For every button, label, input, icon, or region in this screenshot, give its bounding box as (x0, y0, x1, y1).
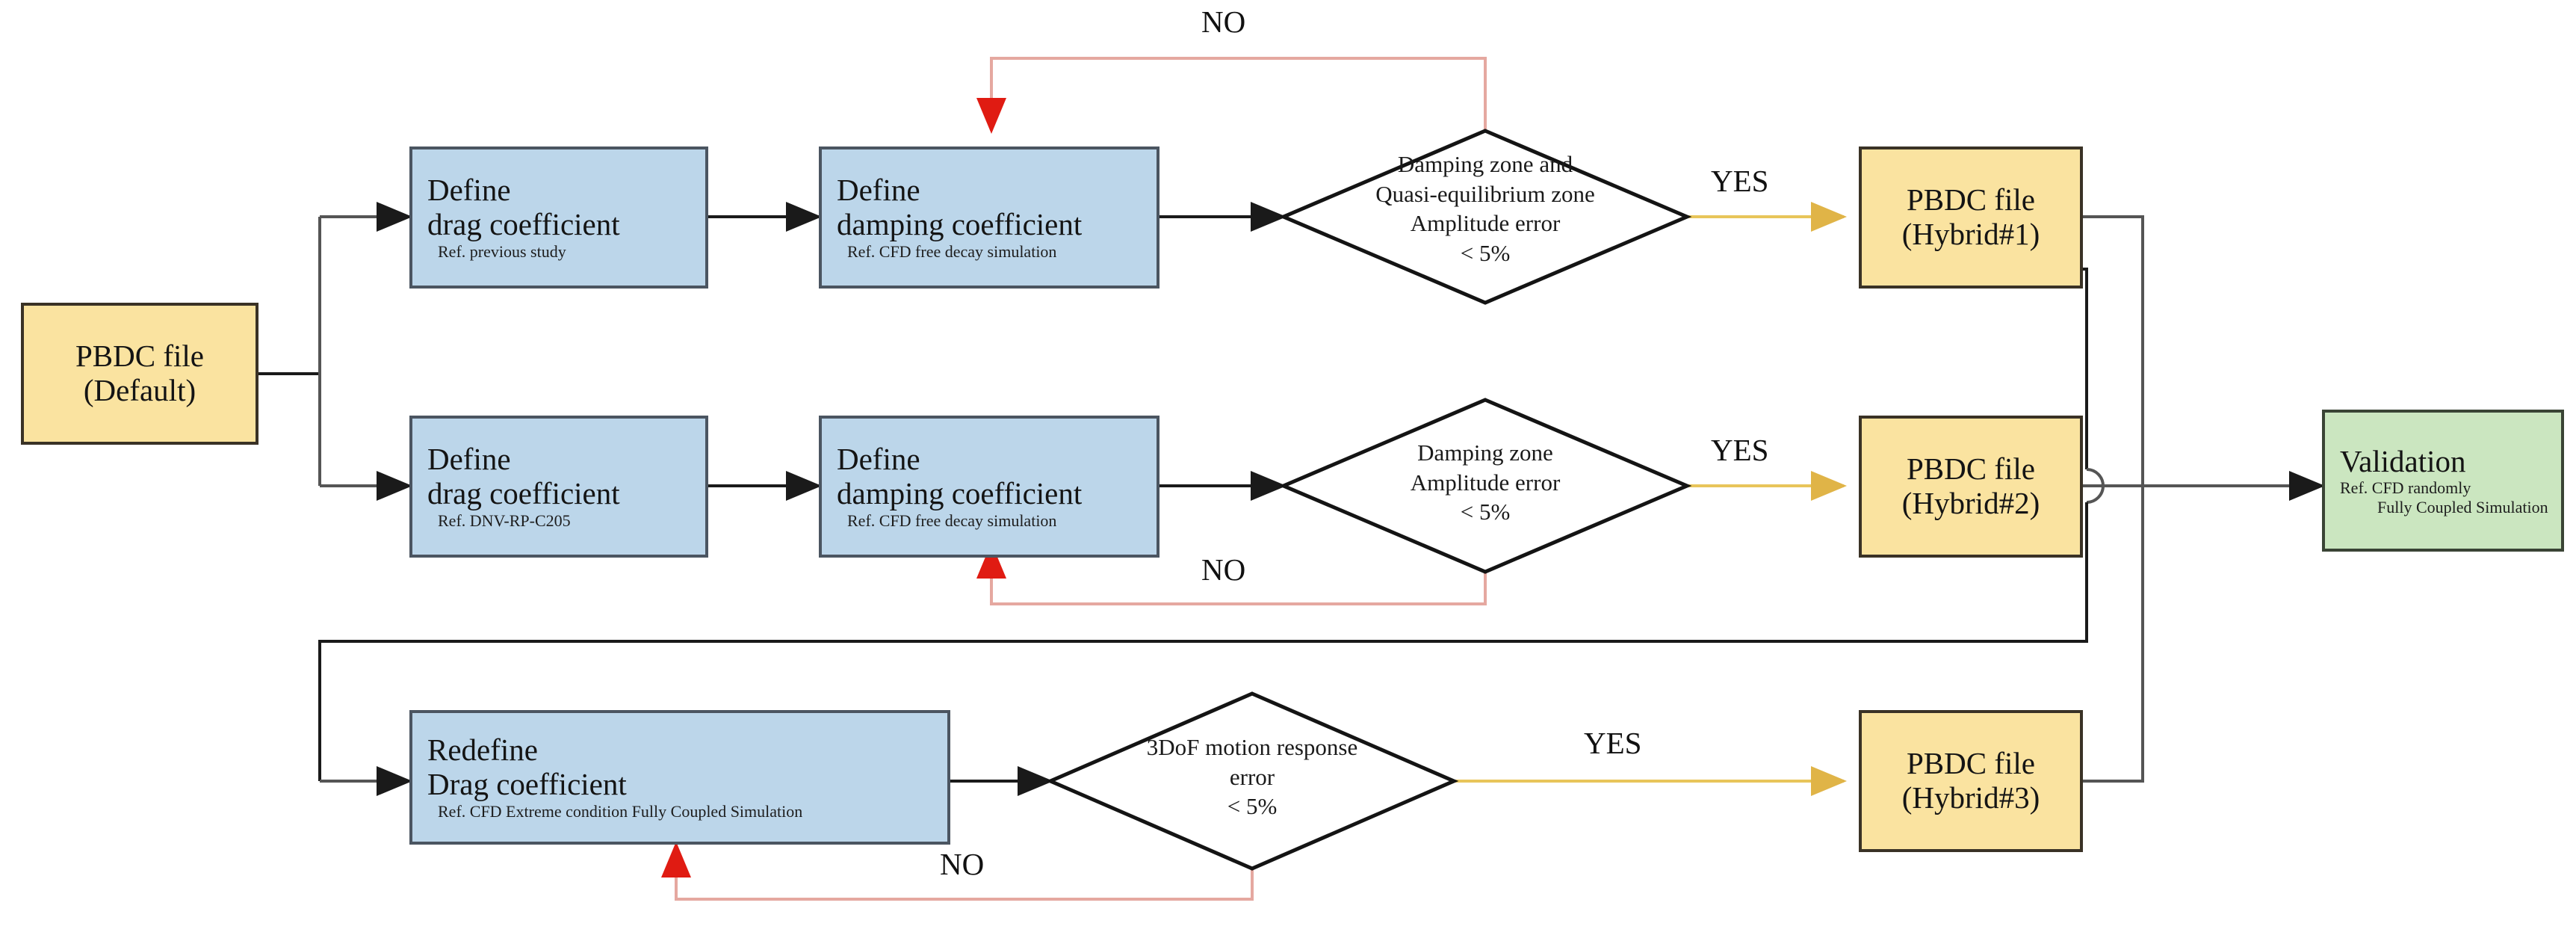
decision1-line1: Damping zone and (1397, 151, 1573, 177)
decision2-line2: Amplitude error (1410, 469, 1561, 496)
node-validation[interactable]: Validation Ref. CFD randomly Fully Coupl… (2322, 410, 2564, 552)
decision2-line1: Damping zone (1417, 439, 1553, 466)
node-define-drag-coefficient-1[interactable]: Define drag coefficient Ref. previous st… (409, 146, 708, 289)
damp1-sub: Ref. CFD free decay simulation (847, 242, 1057, 262)
decision1-line4: < 5% (1460, 240, 1511, 267)
edge-label-yes-row2: YES (1711, 433, 1769, 467)
decision1-line3: Amplitude error (1410, 210, 1561, 237)
decision3-line1: 3DoF motion response (1146, 734, 1358, 760)
edge-label-no-top: NO (1201, 4, 1246, 39)
damp2-line1: Define (837, 442, 920, 477)
drag2-sub: Ref. DNV-RP-C205 (438, 511, 571, 531)
decision3-line3: < 5% (1227, 793, 1278, 820)
start-line2: (Default) (83, 373, 196, 407)
validation-title: Validation (2340, 443, 2466, 478)
hybrid2-line1: PBDC file (1907, 451, 2035, 487)
node-define-drag-coefficient-2[interactable]: Define drag coefficient Ref. DNV-RP-C205 (409, 416, 708, 558)
decision1-line2: Quasi-equilibrium zone (1375, 180, 1595, 207)
decision3-line2: error (1229, 763, 1275, 790)
node-redefine-drag-coefficient[interactable]: Redefine Drag coefficient Ref. CFD Extre… (409, 710, 950, 845)
edge-hybrid1-feedback-to-redefine (318, 268, 2105, 796)
edge-no-loop-2 (976, 543, 1487, 605)
hybrid3-line2: (Hybrid#3) (1901, 780, 2040, 815)
node-start-pbdc-default[interactable]: PBDC file (Default) (21, 303, 258, 445)
decision3-text: 3DoF motion response error < 5% (1058, 732, 1446, 821)
drag2-line1: Define (427, 442, 511, 477)
validation-sub2: Fully Coupled Simulation (2377, 497, 2548, 516)
damp2-sub: Ref. CFD free decay simulation (847, 511, 1057, 531)
decision2-line3: < 5% (1460, 499, 1511, 525)
damp1-line1: Define (837, 173, 920, 208)
redefine-line1: Redefine (427, 732, 538, 768)
validation-sub1: Ref. CFD randomly (2340, 478, 2471, 498)
edge-hybrid3-to-validation (2083, 486, 2144, 783)
edge-label-no-middle: NO (1201, 552, 1246, 587)
hybrid3-line1: PBDC file (1907, 746, 2035, 781)
edge-label-yes-row3: YES (1584, 726, 1642, 760)
drag1-sub: Ref. previous study (438, 242, 566, 262)
decision3-shape[interactable] (1045, 691, 1459, 871)
damp1-line2: damping coefficient (837, 207, 1083, 242)
node-pbdc-hybrid3[interactable]: PBDC file (Hybrid#3) (1859, 710, 2083, 852)
decision1-shape[interactable] (1278, 129, 1692, 305)
node-define-damping-coefficient-2[interactable]: Define damping coefficient Ref. CFD free… (819, 416, 1159, 558)
hybrid1-line1: PBDC file (1907, 182, 2035, 218)
edge-no-loop-3 (661, 842, 1254, 901)
damp2-line2: damping coefficient (837, 476, 1083, 511)
node-pbdc-hybrid1[interactable]: PBDC file (Hybrid#1) (1859, 146, 2083, 289)
decision2-shape[interactable] (1278, 398, 1692, 574)
edge-start-split (258, 202, 412, 501)
decision1-text: Damping zone and Quasi-equilibrium zone … (1291, 149, 1679, 268)
drag1-line1: Define (427, 173, 511, 208)
start-line1: PBDC file (75, 339, 204, 374)
node-define-damping-coefficient-1[interactable]: Define damping coefficient Ref. CFD free… (819, 146, 1159, 289)
drag2-line2: drag coefficient (427, 476, 620, 511)
hybrid1-line2: (Hybrid#1) (1901, 217, 2040, 251)
edge-label-no-bottom: NO (940, 847, 985, 881)
redefine-sub: Ref. CFD Extreme condition Fully Coupled… (438, 802, 803, 821)
hybrid2-line2: (Hybrid#2) (1901, 486, 2040, 520)
drag1-line2: drag coefficient (427, 207, 620, 242)
node-pbdc-hybrid2[interactable]: PBDC file (Hybrid#2) (1859, 416, 2083, 558)
decision2-text: Damping zone Amplitude error < 5% (1291, 438, 1679, 527)
edge-label-yes-row1: YES (1711, 164, 1769, 198)
redefine-line2: Drag coefficient (427, 767, 627, 802)
edge-hybrid1-to-validation (2083, 215, 2144, 486)
edge-no-loop-1 (976, 57, 1487, 134)
